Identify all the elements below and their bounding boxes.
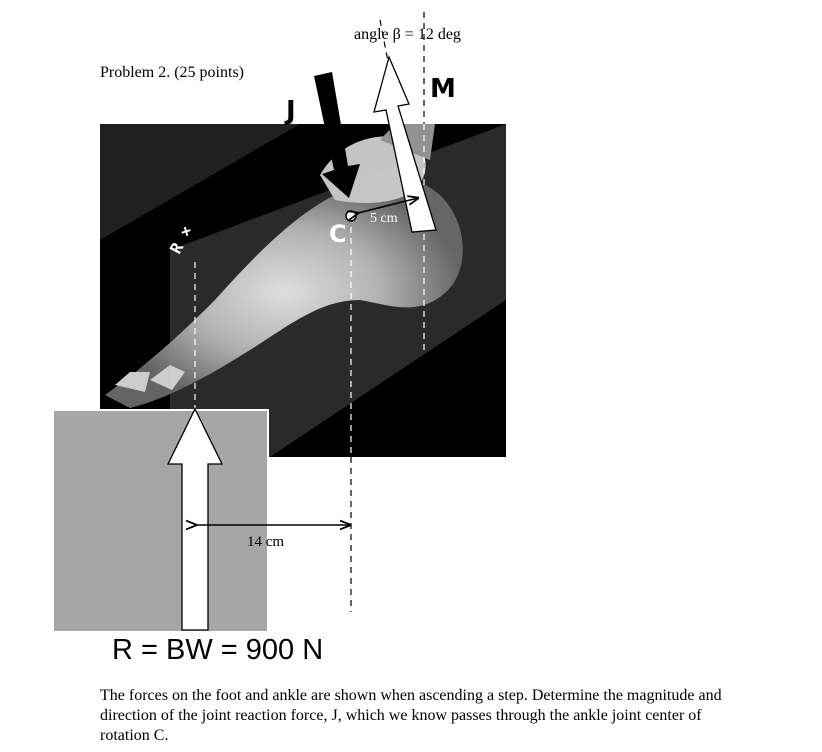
joint-center-label: C bbox=[329, 220, 347, 248]
step-block bbox=[52, 409, 269, 633]
force-j-arrow bbox=[314, 72, 360, 198]
moment-arm-m-line bbox=[358, 198, 418, 213]
reaction-equation: R = BW = 900 N bbox=[112, 634, 324, 666]
force-m-arrow bbox=[373, 55, 437, 233]
force-j-label: J bbox=[286, 96, 296, 126]
angle-label: angle β = 12 deg bbox=[354, 26, 461, 43]
joint-center-point bbox=[345, 210, 357, 222]
problem-description: The forces on the foot and ankle are sho… bbox=[100, 687, 722, 744]
problem-title: Problem 2. (25 points) bbox=[100, 64, 244, 81]
force-m-label: M bbox=[430, 74, 456, 104]
force-r-arrow bbox=[166, 407, 224, 631]
moment-arm-r-label: 14 cm bbox=[247, 534, 285, 550]
moment-arm-m-label: 5 cm bbox=[370, 211, 398, 226]
xray-image bbox=[100, 124, 506, 457]
